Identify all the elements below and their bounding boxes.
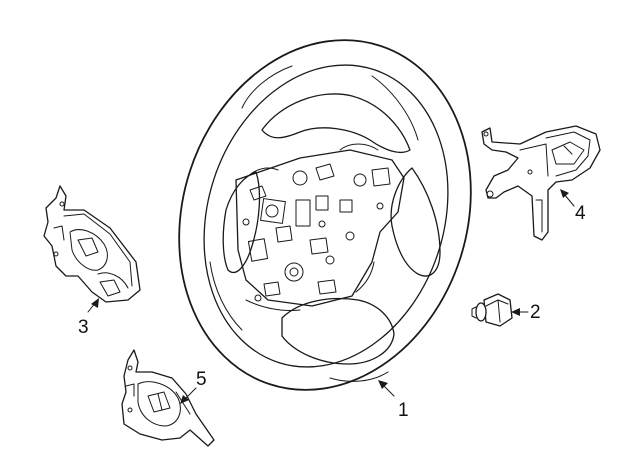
callout-4: 4 <box>575 203 586 224</box>
callout-2: 2 <box>530 302 541 323</box>
callout-5: 5 <box>196 369 207 390</box>
left-switch-assembly <box>43 185 141 303</box>
callout-3: 3 <box>78 317 89 338</box>
callout-1: 1 <box>398 400 409 421</box>
lower-switch-assembly <box>121 349 215 447</box>
steering-wheel <box>178 39 472 391</box>
right-switch-assembly <box>481 125 601 241</box>
leader-lines <box>87 189 575 404</box>
bolt <box>471 293 513 327</box>
